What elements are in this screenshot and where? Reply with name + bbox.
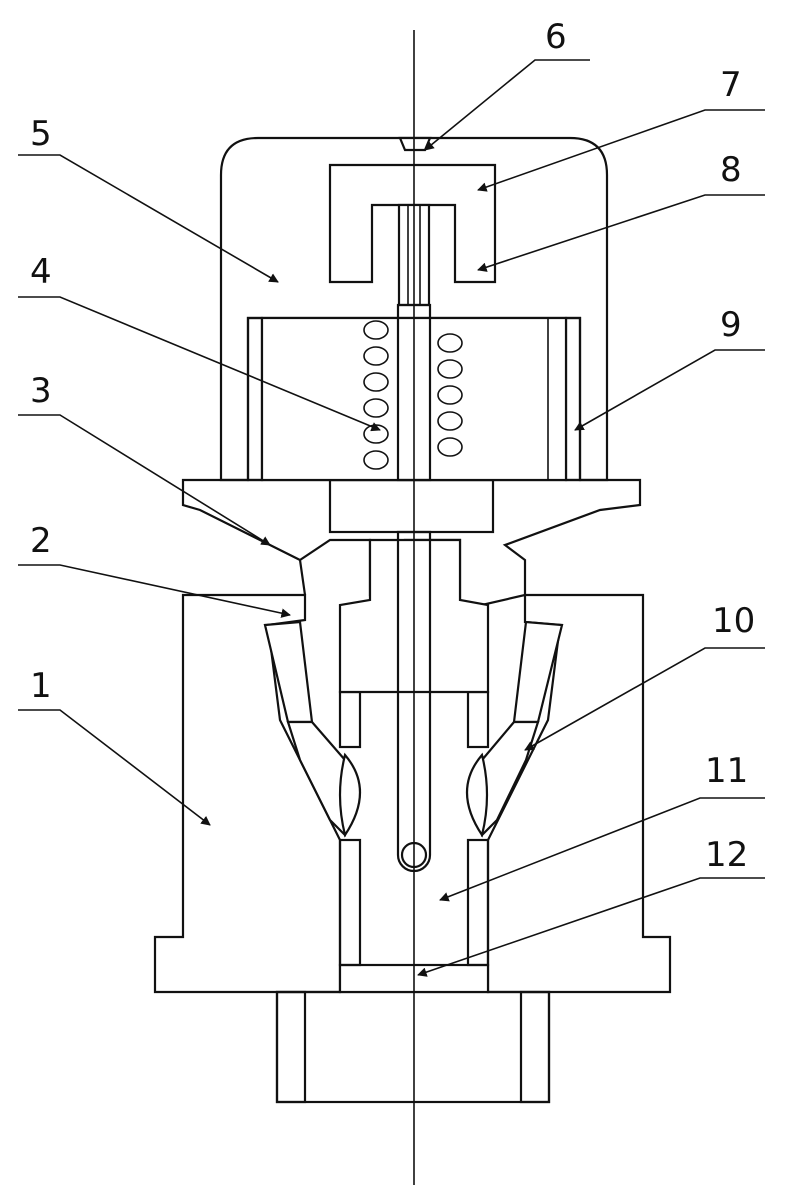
callout-12: 12 — [705, 835, 748, 875]
leader-lines — [18, 59, 765, 977]
leader-9 — [574, 349, 765, 431]
callout-labels: 6 7 5 8 4 9 3 2 10 1 11 12 — [30, 17, 755, 875]
callout-5: 5 — [30, 114, 52, 154]
callout-8: 8 — [720, 150, 742, 190]
callout-4: 4 — [30, 252, 52, 292]
callout-11: 11 — [705, 751, 748, 791]
callout-2: 2 — [30, 521, 52, 561]
callout-6: 6 — [545, 17, 567, 57]
leader-6 — [424, 59, 590, 151]
callout-10: 10 — [712, 601, 755, 641]
callout-9: 9 — [720, 305, 742, 345]
leader-12 — [417, 877, 765, 977]
leader-4 — [18, 296, 381, 432]
callout-3: 3 — [30, 371, 52, 411]
leader-3 — [18, 414, 271, 546]
jaws — [263, 620, 564, 838]
leader-1 — [18, 709, 211, 826]
flange-plate — [181, 478, 642, 694]
leader-7 — [477, 109, 765, 192]
leader-5 — [18, 154, 279, 283]
leader-2 — [18, 564, 291, 618]
leader-11 — [439, 797, 765, 902]
leader-10 — [524, 647, 765, 751]
callout-1: 1 — [30, 666, 52, 706]
callout-7: 7 — [720, 65, 742, 105]
leader-8 — [477, 194, 765, 272]
bottom-tube — [275, 990, 551, 1104]
spring — [363, 320, 463, 470]
